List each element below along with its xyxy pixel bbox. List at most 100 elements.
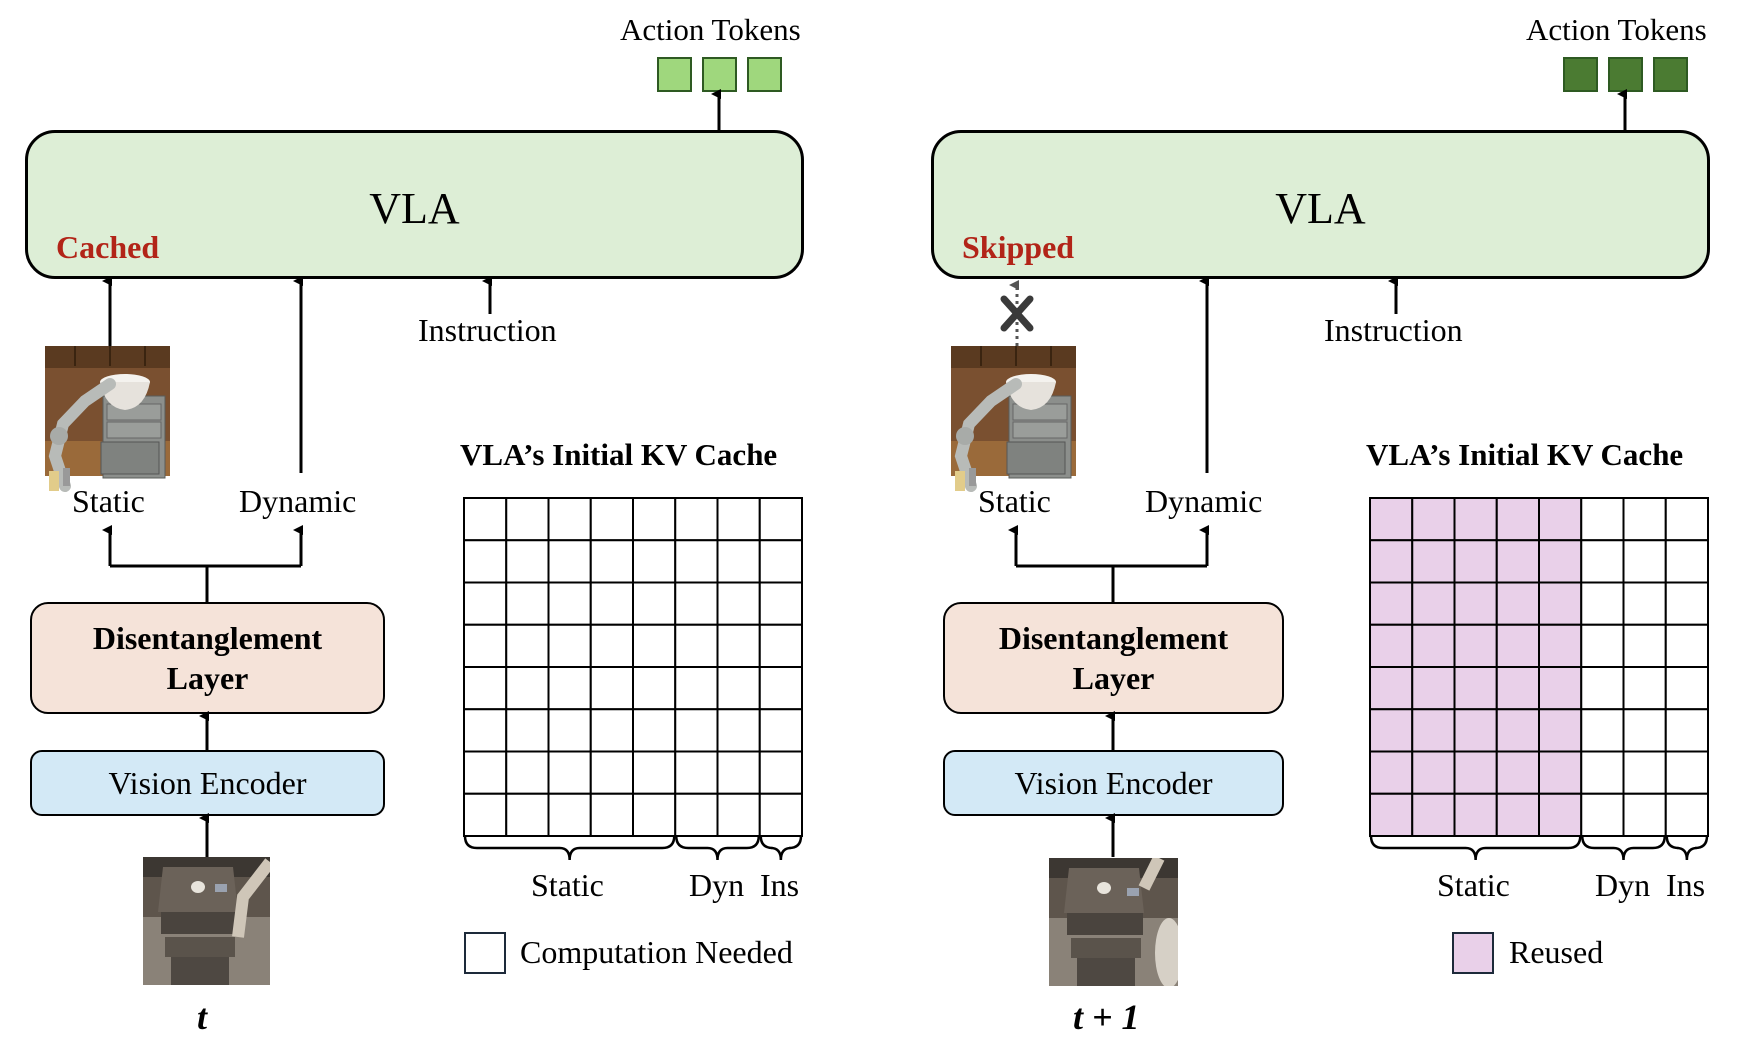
static-label: Static xyxy=(978,483,1051,519)
kv-cell-static xyxy=(1538,581,1583,626)
kv-cell-dyn xyxy=(1580,666,1625,711)
action-token xyxy=(747,57,782,92)
kv-cell-dyn xyxy=(1622,497,1667,542)
kv-cell-static xyxy=(1495,792,1540,837)
kv-cell-dyn xyxy=(716,623,761,668)
kv-cell-static xyxy=(632,708,677,753)
kv-cell-static xyxy=(463,666,508,711)
kv-cell-static xyxy=(632,581,677,626)
kv-cell-static xyxy=(1369,666,1414,711)
kv-cell-static xyxy=(463,708,508,753)
vla-model-box: VLA Cached xyxy=(25,130,804,279)
instruction-label: Instruction xyxy=(418,312,557,348)
kv-cell-static xyxy=(1495,581,1540,626)
kv-cell-dyn xyxy=(674,497,719,542)
legend-label-computation: Computation Needed xyxy=(520,934,793,970)
vision-encoder-box: Vision Encoder xyxy=(943,750,1284,816)
kv-cell-static xyxy=(547,581,592,626)
kv-cell-static xyxy=(1453,497,1498,542)
kv-cell-static xyxy=(1538,497,1583,542)
kv-cell-static xyxy=(632,792,677,837)
kv-cell-dyn xyxy=(716,750,761,795)
vla-model-box: VLA Skipped xyxy=(931,130,1710,279)
vla-status-skipped: Skipped xyxy=(962,229,1075,265)
panel-t: Action Tokens VLA Cached Instruction Sta… xyxy=(25,12,804,1037)
vla-title: VLA xyxy=(1275,184,1366,233)
kv-cell-static xyxy=(1411,497,1456,542)
kv-cache-title: VLA’s Initial KV Cache xyxy=(1366,437,1684,472)
kv-cell-static xyxy=(1538,708,1583,753)
kv-cell-dyn xyxy=(716,708,761,753)
kv-cell-dyn xyxy=(674,708,719,753)
kv-cell-static xyxy=(505,497,550,542)
static-label: Static xyxy=(72,483,145,519)
kv-cell-static xyxy=(1369,497,1414,542)
time-label-t: t xyxy=(197,997,208,1037)
kv-cell-static xyxy=(589,708,634,753)
legend-swatch-reused xyxy=(1452,932,1494,974)
kv-cell-ins xyxy=(1664,539,1709,584)
kv-cell-static xyxy=(632,750,677,795)
time-label-t-plus-1: t + 1 xyxy=(1073,997,1140,1037)
kv-cell-ins xyxy=(1664,623,1709,668)
kv-cell-ins xyxy=(1664,708,1709,753)
brace-dyn xyxy=(675,835,760,861)
disentanglement-label-line2: Layer xyxy=(1072,660,1155,696)
kv-cell-ins xyxy=(758,623,803,668)
static-scene-image xyxy=(951,346,1081,492)
kv-cache-grid xyxy=(1369,497,1709,861)
action-token xyxy=(1653,57,1688,92)
kv-cell-static xyxy=(1538,666,1583,711)
kv-cell-ins xyxy=(758,581,803,626)
kv-cell-ins xyxy=(1664,792,1709,837)
action-tokens-label: Action Tokens xyxy=(1526,12,1707,47)
kv-cell-ins xyxy=(1664,666,1709,711)
robot-arm-scene-icon xyxy=(45,346,170,492)
kv-cell-static xyxy=(1495,539,1540,584)
kv-cell-static xyxy=(463,792,508,837)
kv-cell-static xyxy=(1538,623,1583,668)
kv-cell-dyn xyxy=(716,666,761,711)
kv-cell-static xyxy=(1453,623,1498,668)
kv-cell-static xyxy=(463,539,508,584)
disentanglement-label-line2: Layer xyxy=(166,660,249,696)
kv-cell-static xyxy=(1453,750,1498,795)
static-scene-image xyxy=(45,346,175,492)
panel-t-plus-1: Action Tokens VLA Skipped Instruction St… xyxy=(906,0,1740,1046)
brace-label-ins: Ins xyxy=(1666,867,1706,903)
brace-static xyxy=(1369,835,1582,861)
kv-cell-dyn xyxy=(716,581,761,626)
kv-cell-static xyxy=(1411,581,1456,626)
kv-cell-ins xyxy=(1664,581,1709,626)
kv-cell-ins xyxy=(758,708,803,753)
brace-dyn xyxy=(1581,835,1666,861)
kv-cell-static xyxy=(632,666,677,711)
kv-cell-static xyxy=(463,581,508,626)
kv-cell-static xyxy=(505,581,550,626)
kv-cell-static xyxy=(547,750,592,795)
kv-cell-dyn xyxy=(674,623,719,668)
kv-cell-static xyxy=(463,623,508,668)
kv-cell-static xyxy=(505,539,550,584)
kv-cell-dyn xyxy=(1580,581,1625,626)
robot-arm-scene-icon xyxy=(951,346,1076,492)
kv-cell-static xyxy=(505,792,550,837)
kv-cell-static xyxy=(547,539,592,584)
kv-cell-ins xyxy=(758,750,803,795)
kv-cell-ins xyxy=(758,666,803,711)
kv-cell-static xyxy=(589,581,634,626)
action-token xyxy=(1563,57,1598,92)
observation-frame-t-plus-1 xyxy=(1049,858,1178,986)
kv-cell-static xyxy=(1411,792,1456,837)
kv-cell-static xyxy=(1495,750,1540,795)
kv-cell-static xyxy=(463,750,508,795)
kv-cell-dyn xyxy=(1622,708,1667,753)
kv-cell-dyn xyxy=(716,497,761,542)
kv-cell-static xyxy=(589,539,634,584)
kv-cell-dyn xyxy=(1622,666,1667,711)
kv-cell-dyn xyxy=(1622,792,1667,837)
disentanglement-label-line1: Disentanglement xyxy=(998,620,1229,656)
kv-cell-dyn xyxy=(674,581,719,626)
kv-cell-dyn xyxy=(1580,539,1625,584)
kv-cell-static xyxy=(505,623,550,668)
